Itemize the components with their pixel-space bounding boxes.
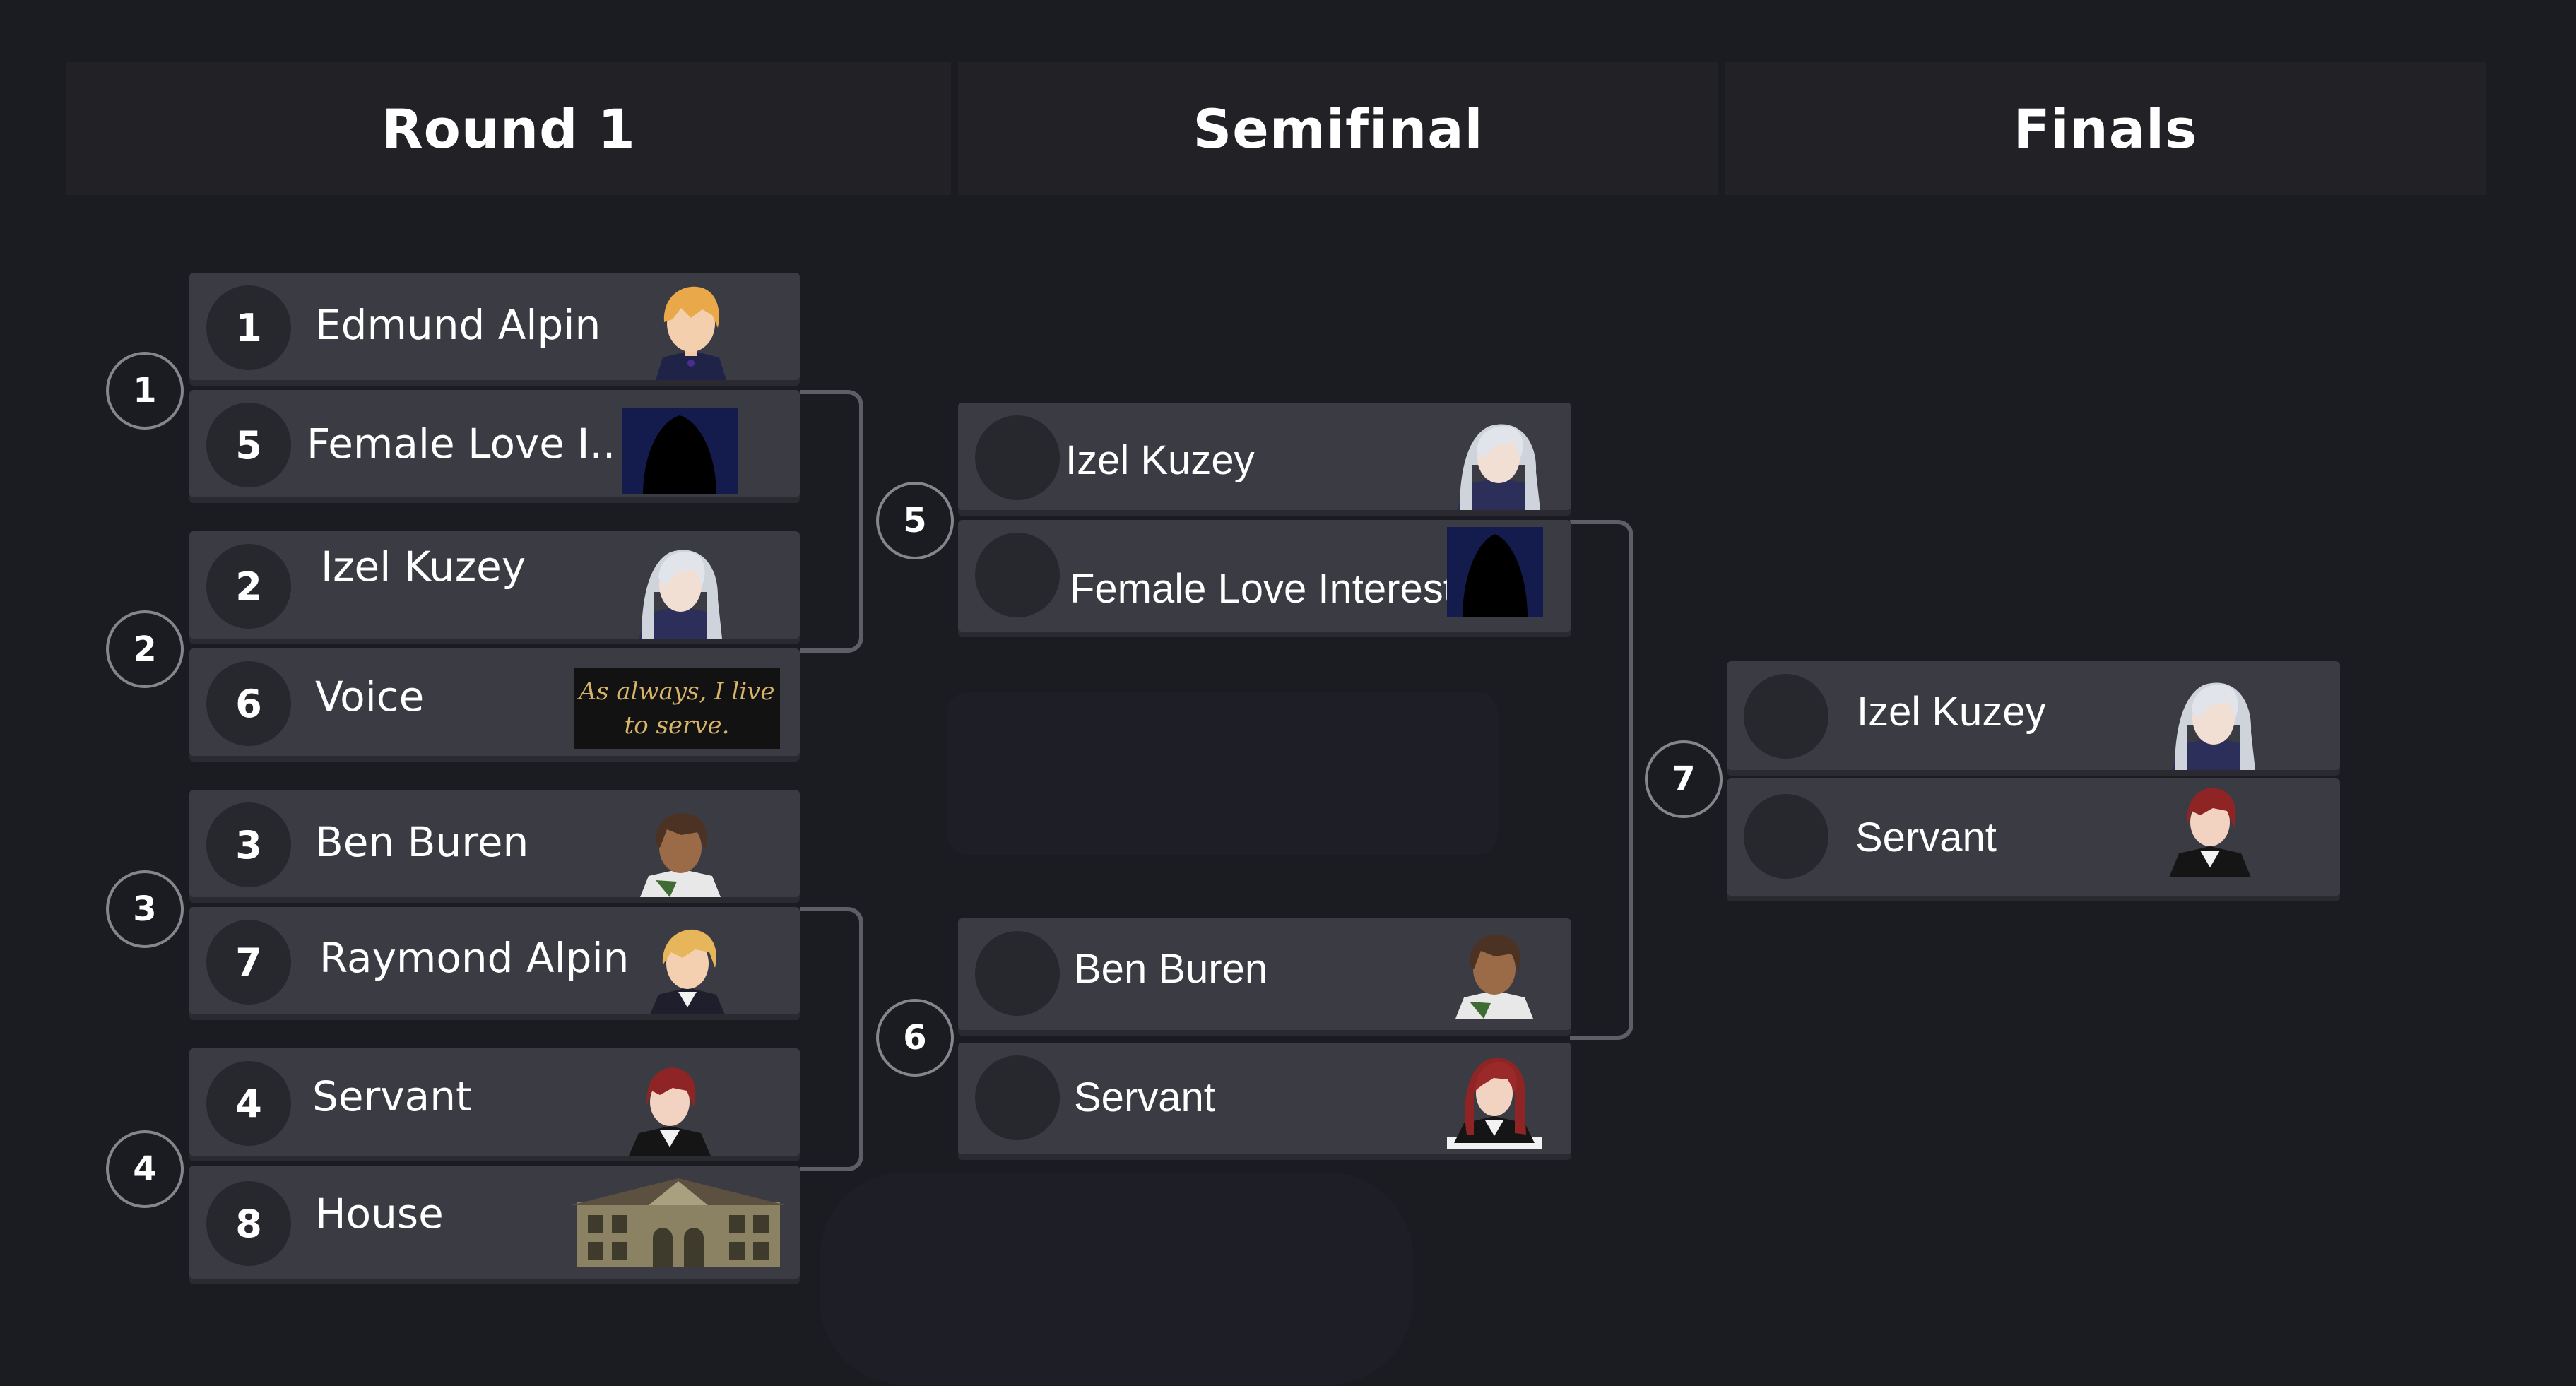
participant-slot[interactable]: Izel Kuzey bbox=[1727, 661, 2340, 770]
seed-placeholder bbox=[1744, 674, 1828, 759]
participant-slot[interactable]: Ben Buren bbox=[958, 918, 1571, 1030]
silver-hair-portrait-icon bbox=[627, 535, 733, 639]
seed-number: 1 bbox=[206, 285, 291, 370]
match-badge-6: 6 bbox=[876, 999, 954, 1077]
participant-slot[interactable]: 1 Edmund Alpin bbox=[189, 273, 800, 380]
match-badge-5: 5 bbox=[876, 482, 954, 559]
participant-name: Voice bbox=[315, 673, 425, 721]
seed-placeholder bbox=[975, 415, 1060, 500]
dark-hair-portrait-icon bbox=[1448, 925, 1540, 1019]
participant-slot[interactable]: 8 House bbox=[189, 1166, 800, 1279]
seed-placeholder bbox=[1744, 794, 1828, 879]
blonde-boy-portrait-icon bbox=[642, 273, 740, 380]
participant-slot[interactable]: 3 Ben Buren bbox=[189, 790, 800, 897]
dark-hair-portrait-icon bbox=[627, 804, 733, 897]
connector-match5-match6 bbox=[1570, 520, 1633, 1040]
match-badge-3: 3 bbox=[106, 870, 184, 948]
match-badge-4: 4 bbox=[106, 1130, 184, 1208]
participant-name: Female Love Interest bbox=[1070, 566, 1455, 612]
participant-slot[interactable]: Servant bbox=[1727, 778, 2340, 896]
participant-slot[interactable]: 7 Raymond Alpin bbox=[189, 907, 800, 1014]
silver-hair-portrait-icon bbox=[2161, 668, 2267, 770]
red-hair-portrait-icon bbox=[620, 1060, 719, 1156]
silver-hair-portrait-icon bbox=[1446, 410, 1552, 510]
red-hair-portrait-icon bbox=[2161, 778, 2259, 877]
seed-number: 8 bbox=[206, 1181, 291, 1266]
participant-slot[interactable]: 6 Voice As always, I live to serve. bbox=[189, 648, 800, 756]
participant-name: Servant bbox=[1855, 815, 1997, 860]
participant-name: Izel Kuzey bbox=[1857, 689, 2046, 735]
background-shape bbox=[947, 692, 1498, 855]
background-shape bbox=[820, 1173, 1413, 1385]
connector-match3-match4 bbox=[800, 907, 863, 1171]
connector-match1-match2 bbox=[800, 390, 863, 653]
mansion-image-icon bbox=[571, 1174, 786, 1273]
match-badge-2: 2 bbox=[106, 610, 184, 688]
round-header-semifinal: Semifinal bbox=[958, 62, 1718, 195]
seed-placeholder bbox=[975, 931, 1060, 1016]
blonde-man-portrait-icon bbox=[642, 921, 733, 1014]
participant-slot[interactable]: 5 Female Love I.. bbox=[189, 390, 800, 497]
participant-name: Ben Buren bbox=[315, 818, 529, 866]
silhouette-portrait-icon bbox=[1447, 527, 1543, 617]
participant-name: House bbox=[315, 1190, 444, 1238]
participant-name: Raymond Alpin bbox=[319, 934, 630, 982]
seed-placeholder bbox=[975, 533, 1060, 617]
seed-number: 7 bbox=[206, 920, 291, 1005]
seed-number: 4 bbox=[206, 1061, 291, 1146]
round-header-round1: Round 1 bbox=[66, 62, 951, 195]
participant-slot[interactable]: Female Love Interest bbox=[958, 520, 1571, 632]
participant-name: Ben Buren bbox=[1074, 946, 1268, 992]
match-badge-7: 7 bbox=[1645, 740, 1723, 818]
participant-slot[interactable]: 2 Izel Kuzey bbox=[189, 531, 800, 639]
seed-number: 3 bbox=[206, 802, 291, 887]
silhouette-portrait-icon bbox=[622, 408, 738, 494]
participant-name: Edmund Alpin bbox=[315, 301, 601, 349]
participant-slot[interactable]: 4 Servant bbox=[189, 1048, 800, 1156]
red-hair-portrait-icon bbox=[1447, 1050, 1542, 1149]
participant-slot[interactable]: Izel Kuzey bbox=[958, 403, 1571, 510]
round-header-finals: Finals bbox=[1725, 62, 2486, 195]
participant-name: Female Love I.. bbox=[307, 420, 616, 468]
voice-quote-image: As always, I live to serve. bbox=[574, 668, 780, 749]
participant-name: Servant bbox=[312, 1072, 472, 1120]
participant-name: Izel Kuzey bbox=[321, 543, 526, 591]
seed-number: 2 bbox=[206, 544, 291, 629]
seed-number: 6 bbox=[206, 661, 291, 746]
seed-number: 5 bbox=[206, 403, 291, 487]
participant-name: Izel Kuzey bbox=[1065, 437, 1255, 483]
match-badge-1: 1 bbox=[106, 352, 184, 430]
participant-slot[interactable]: Servant bbox=[958, 1043, 1571, 1154]
seed-placeholder bbox=[975, 1055, 1060, 1140]
participant-name: Servant bbox=[1074, 1074, 1215, 1120]
